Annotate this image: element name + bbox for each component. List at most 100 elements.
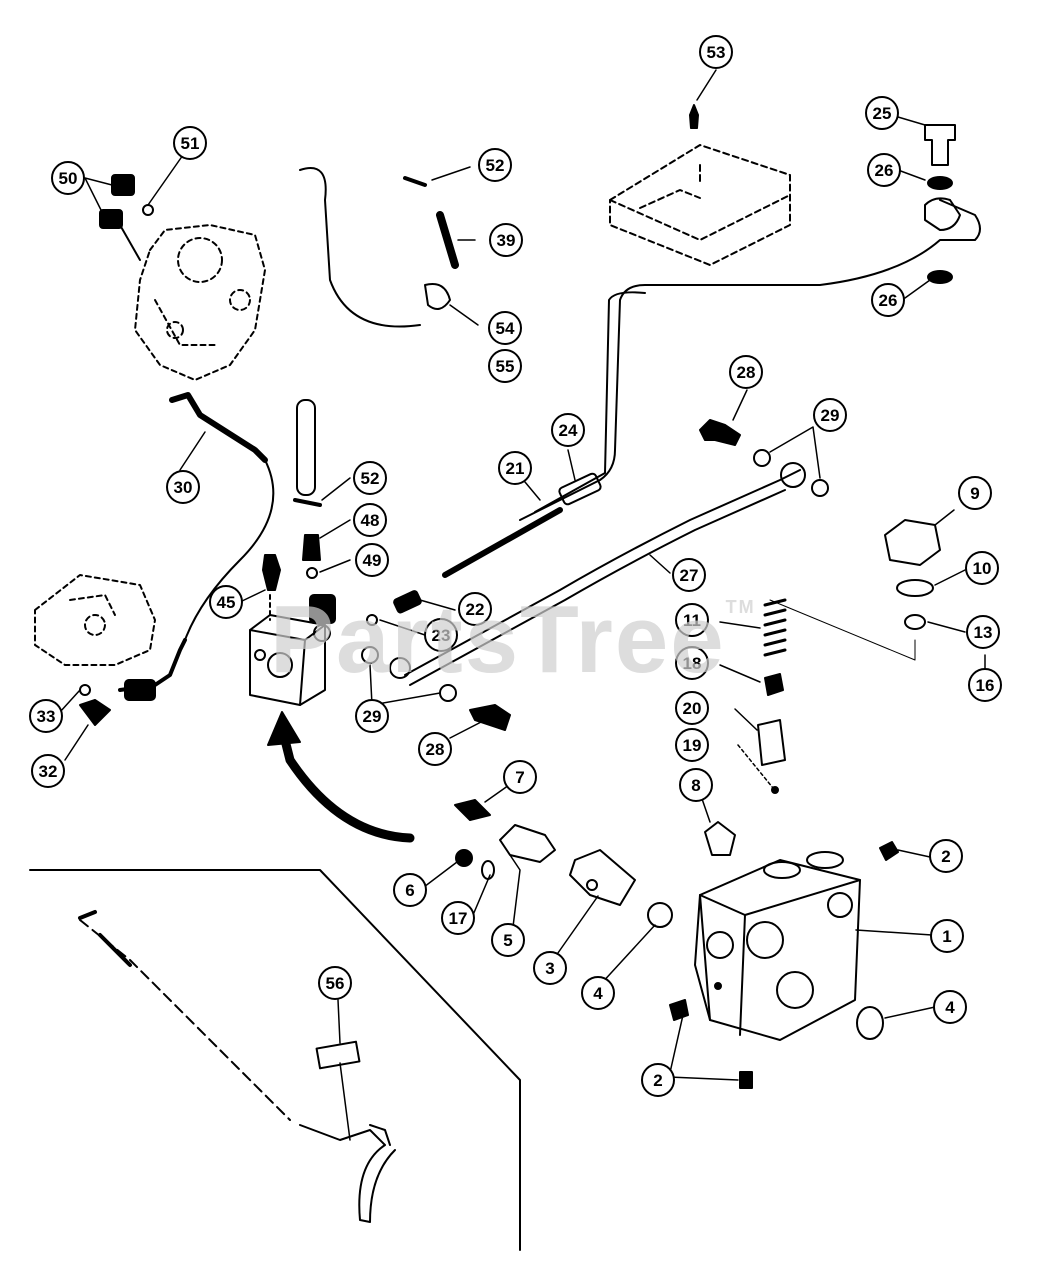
callout-circle — [533, 951, 567, 985]
washer-26a — [927, 176, 953, 190]
callout-label: 28 — [737, 363, 756, 382]
callout-2: 2 — [641, 1063, 675, 1097]
callout-10: 10 — [965, 551, 999, 585]
callout-label: 30 — [174, 478, 193, 497]
callout-55: 55 — [488, 349, 522, 383]
bracket-5 — [499, 824, 556, 863]
callout-label: 55 — [496, 357, 515, 376]
callout-circle — [353, 461, 387, 495]
callout-23: 23 — [424, 618, 458, 652]
callout-label: 25 — [873, 104, 892, 123]
callout-circle — [498, 451, 532, 485]
callout-circle — [699, 35, 733, 69]
callout-circle — [488, 349, 522, 383]
callout-circle — [968, 668, 1002, 702]
callout-circle — [441, 901, 475, 935]
callout-circle — [679, 768, 713, 802]
partstree-watermark: PartsTreeTM — [270, 586, 756, 693]
callout-label: 54 — [496, 319, 515, 338]
callout-label: 48 — [361, 511, 380, 530]
callout-label: 56 — [326, 974, 345, 993]
callout-label: 1 — [942, 927, 951, 946]
callout-label: 21 — [506, 459, 525, 478]
callout-label: 2 — [653, 1071, 662, 1090]
callout-label: 51 — [181, 134, 200, 153]
lower-pump-outline — [34, 574, 156, 666]
oring-10 — [896, 579, 934, 597]
callout-11: 11 — [675, 603, 709, 637]
oring-4a — [647, 902, 673, 928]
callout-circle — [929, 839, 963, 873]
callout-22: 22 — [458, 592, 492, 626]
callout-21: 21 — [498, 451, 532, 485]
callout-circle — [355, 543, 389, 577]
callout-label: 33 — [37, 707, 56, 726]
callout-label: 18 — [683, 654, 702, 673]
callout-label: 22 — [466, 600, 485, 619]
callout-circle — [209, 585, 243, 619]
return-pipe-inner — [534, 291, 646, 513]
callout-circle — [581, 976, 615, 1010]
callout-label: 16 — [976, 676, 995, 695]
leader-lines — [59, 69, 986, 1141]
callout-7: 7 — [503, 760, 537, 794]
callout-label: 4 — [593, 984, 603, 1003]
callout-circle — [173, 126, 207, 160]
callout-label: 39 — [497, 231, 516, 250]
callout-label: 23 — [432, 626, 451, 645]
callout-label: 4 — [945, 998, 955, 1017]
washer-29b — [811, 479, 829, 497]
banjo-29a — [780, 462, 806, 488]
strainer-54 — [424, 283, 451, 310]
callout-label: 26 — [879, 291, 898, 310]
callout-3: 3 — [533, 951, 567, 985]
callout-circle — [166, 470, 200, 504]
suction-hose — [299, 167, 421, 328]
callout-45: 45 — [209, 585, 243, 619]
flow-arrow-head — [267, 711, 301, 746]
callout-circle — [813, 398, 847, 432]
callout-circle — [675, 691, 709, 725]
callout-label: 29 — [363, 707, 382, 726]
hose-39 — [436, 211, 459, 269]
callout-16: 16 — [968, 668, 1002, 702]
callout-circle — [965, 551, 999, 585]
callout-28: 28 — [418, 732, 452, 766]
callout-18: 18 — [675, 646, 709, 680]
callout-30: 30 — [166, 470, 200, 504]
callout-circle — [353, 503, 387, 537]
callout-label: 28 — [426, 740, 445, 759]
washer-13 — [904, 614, 926, 630]
oring-49 — [306, 567, 318, 579]
callout-29: 29 — [355, 699, 389, 733]
callout-48: 48 — [353, 503, 387, 537]
pump-fittings — [99, 174, 154, 261]
callout-label: 2 — [941, 847, 950, 866]
callout-label: 26 — [875, 161, 894, 180]
callout-circle — [551, 413, 585, 447]
callout-32: 32 — [31, 754, 65, 788]
callout-circle — [729, 355, 763, 389]
fitting-48 — [302, 534, 321, 561]
callout-56: 56 — [318, 966, 352, 1000]
cap-8 — [704, 821, 736, 856]
callout-circle — [491, 923, 525, 957]
callout-label: 5 — [503, 931, 512, 950]
callout-circle — [867, 153, 901, 187]
callout-9: 9 — [958, 476, 992, 510]
callout-5: 5 — [491, 923, 525, 957]
callout-51: 51 — [173, 126, 207, 160]
callout-circle — [958, 476, 992, 510]
solenoid-3 — [569, 849, 636, 906]
callout-circle — [871, 283, 905, 317]
callout-label: 19 — [683, 736, 702, 755]
oring-23 — [366, 614, 378, 626]
poppet-20 — [757, 719, 786, 766]
callout-8: 8 — [679, 768, 713, 802]
callout-28: 28 — [729, 355, 763, 389]
nut-6 — [455, 849, 473, 867]
spring-11 — [763, 598, 787, 657]
callout-circle — [488, 311, 522, 345]
fitting-45 — [262, 554, 281, 591]
